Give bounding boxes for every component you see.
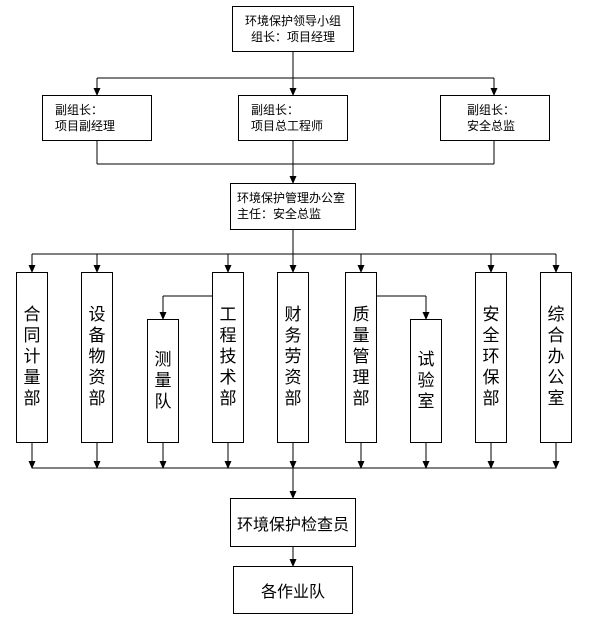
deputy-box-vice-manager: 副组长： 项目副经理 bbox=[42, 95, 152, 141]
dept-label-char: 办 bbox=[547, 347, 565, 367]
deputy-box-chief-engineer: 副组长： 项目总工程师 bbox=[238, 95, 348, 141]
dept-label-char: 部 bbox=[88, 389, 106, 409]
dept-label-char: 务 bbox=[284, 326, 302, 346]
dept-label-char: 综 bbox=[547, 305, 565, 325]
dept-label-char: 队 bbox=[154, 391, 172, 412]
dept-label-char: 技 bbox=[219, 347, 237, 367]
dept-label-char: 备 bbox=[88, 326, 106, 346]
dept-label-char: 质 bbox=[352, 305, 370, 325]
dept-label-char: 试 bbox=[417, 349, 435, 370]
environmental-inspector-label: 环境保护检查员 bbox=[236, 514, 349, 534]
dept-label-char: 同 bbox=[23, 326, 41, 346]
dept-label-char: 室 bbox=[547, 389, 565, 409]
dept-label-char: 管 bbox=[352, 347, 370, 367]
leadership-group-box: 环境保护领导小组 组长：项目经理 bbox=[232, 6, 354, 52]
dept-label-char: 物 bbox=[88, 347, 106, 367]
dept-label-char: 安 bbox=[482, 305, 500, 325]
dept-label-char: 环 bbox=[482, 347, 500, 367]
dept-label-char: 工 bbox=[219, 305, 237, 325]
dept-survey-team: 测量队 bbox=[147, 319, 179, 443]
dept-label-char: 部 bbox=[352, 389, 370, 409]
dept-label-char: 部 bbox=[482, 389, 500, 409]
dept-label-char: 测 bbox=[154, 349, 172, 370]
dept-contract-measurement: 合同计量部 bbox=[16, 272, 48, 443]
dept-label-char: 保 bbox=[482, 368, 500, 388]
dept-label-char: 全 bbox=[482, 326, 500, 346]
dept-label-char: 财 bbox=[284, 305, 302, 325]
dept-label-char: 资 bbox=[284, 368, 302, 388]
dept-label-char: 量 bbox=[154, 370, 172, 391]
dept-label-char: 合 bbox=[547, 326, 565, 346]
dept-equipment-materials: 设备物资部 bbox=[81, 272, 113, 443]
deputy-box-safety-director: 副组长： 安全总监 bbox=[440, 95, 550, 141]
management-office-director: 主任：安全总监 bbox=[237, 207, 322, 221]
deputy-role-label: 副组长： bbox=[251, 103, 300, 117]
dept-label-char: 量 bbox=[23, 368, 41, 388]
dept-label-char: 合 bbox=[23, 305, 41, 325]
dept-label-char: 验 bbox=[417, 370, 435, 391]
dept-label-char: 部 bbox=[219, 389, 237, 409]
dept-engineering: 工程技术部 bbox=[212, 272, 244, 443]
dept-label-char: 室 bbox=[417, 391, 435, 412]
dept-quality-management: 质量管理部 bbox=[345, 272, 377, 443]
work-teams-label: 各作业队 bbox=[260, 582, 325, 601]
dept-label-char: 部 bbox=[284, 389, 302, 409]
dept-finance-labor: 财务劳资部 bbox=[277, 272, 309, 443]
deputy-role-label: 副组长： bbox=[467, 103, 516, 117]
dept-label-char: 公 bbox=[547, 368, 565, 388]
management-office-title: 环境保护管理办公室 bbox=[237, 191, 346, 205]
deputy-role-label: 副组长： bbox=[55, 103, 104, 117]
dept-label-char: 设 bbox=[88, 305, 106, 325]
deputy-name-label: 项目总工程师 bbox=[251, 119, 324, 133]
environmental-inspector-box: 环境保护检查员 bbox=[230, 498, 356, 547]
dept-label-char: 程 bbox=[219, 326, 237, 346]
dept-label-char: 劳 bbox=[284, 347, 302, 367]
leadership-group-title: 环境保护领导小组 bbox=[244, 14, 341, 28]
work-teams-box: 各作业队 bbox=[233, 566, 353, 614]
dept-label-char: 术 bbox=[219, 368, 237, 388]
leadership-group-leader: 组长：项目经理 bbox=[250, 30, 335, 44]
deputy-name-label: 安全总监 bbox=[467, 119, 516, 133]
dept-label-char: 量 bbox=[352, 326, 370, 346]
deputy-name-label: 项目副经理 bbox=[55, 119, 116, 133]
dept-label-char: 计 bbox=[23, 347, 41, 367]
dept-label-char: 理 bbox=[352, 368, 370, 388]
dept-label-char: 部 bbox=[23, 389, 41, 409]
dept-general-office: 综合办公室 bbox=[540, 272, 572, 443]
dept-safety-environment: 安全环保部 bbox=[475, 272, 507, 443]
dept-laboratory: 试验室 bbox=[410, 319, 442, 443]
management-office-box: 环境保护管理办公室 主任：安全总监 bbox=[230, 183, 356, 230]
dept-label-char: 资 bbox=[88, 368, 106, 388]
